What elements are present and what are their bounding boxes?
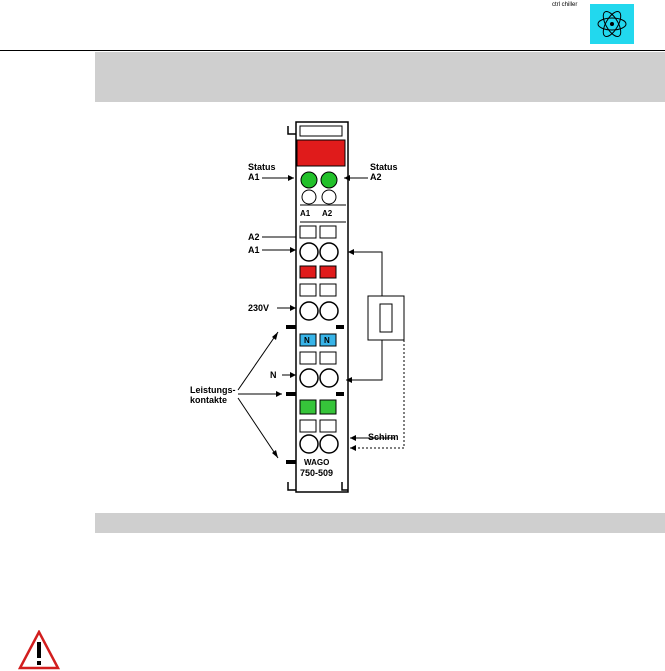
a2-label: A2 xyxy=(248,232,260,242)
leistungskontakte-label: Leistungs- kontakte xyxy=(190,385,236,405)
status-a1-label: Status A1 xyxy=(248,162,276,182)
schirm-label: Schirm xyxy=(368,432,399,442)
status-a2-label: Status A2 xyxy=(370,162,398,182)
small-logo-text: ctrl chiller xyxy=(552,2,578,8)
n1-marker: N xyxy=(304,336,310,345)
section-footer-band xyxy=(95,513,665,533)
model-label: 750-509 xyxy=(300,468,334,478)
slot-a2-label: A2 xyxy=(322,209,333,218)
brand-badge xyxy=(590,4,634,44)
slot-a1-label: A1 xyxy=(300,209,311,218)
a1-label: A1 xyxy=(248,245,260,255)
section-header-band xyxy=(95,52,665,102)
module-top-red xyxy=(296,139,346,167)
n-label: N xyxy=(270,370,277,380)
status-led-a1 xyxy=(300,171,318,189)
v230-label: 230V xyxy=(248,303,270,313)
warning-icon xyxy=(18,630,60,670)
atom-logo-icon xyxy=(597,11,627,37)
brand-label: WAGO xyxy=(304,458,330,467)
header-rule xyxy=(0,50,665,51)
status-led-a2 xyxy=(320,171,338,189)
n2-marker: N xyxy=(324,336,330,345)
